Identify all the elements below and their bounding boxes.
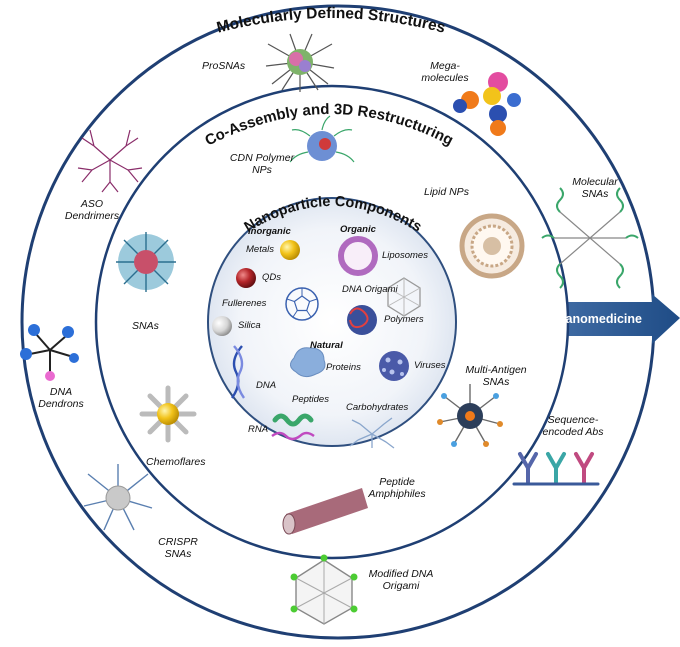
qds-label: QDs xyxy=(262,272,281,283)
cdn-polymer-nps-label: CDN Polymer NPs xyxy=(229,152,295,176)
multi-antigen-snas-icon xyxy=(437,384,503,447)
carbohydrate-icon xyxy=(349,417,395,449)
organic-header: Organic xyxy=(340,224,376,235)
natural-header: Natural xyxy=(310,340,343,351)
proteins-label: Proteins xyxy=(326,362,361,373)
peptide-icon xyxy=(272,413,314,427)
lipid-nps-label: Lipid NPs xyxy=(424,186,469,198)
protein-icon xyxy=(290,347,326,378)
polymer-icon xyxy=(347,305,377,335)
viruses-label: Viruses xyxy=(414,360,446,371)
liposomes-label: Liposomes xyxy=(382,250,428,261)
polymers-label: Polymers xyxy=(384,314,424,325)
crispr-snas-label: CRISPR SNAs xyxy=(158,536,198,560)
multi-antigen-snas-label: Multi-Antigen SNAs xyxy=(465,364,527,388)
dna-helix-icon xyxy=(231,345,245,399)
chemoflares-label: Chemoflares xyxy=(146,456,206,468)
peptides-label: Peptides xyxy=(292,394,329,405)
rna-icon xyxy=(271,431,315,441)
metals-label: Metals xyxy=(246,244,274,255)
inorganic-header: Inorganic xyxy=(248,226,291,237)
sequence-encoded-abs-label: Sequence- encoded Abs xyxy=(542,414,604,438)
chemoflares-icon xyxy=(139,385,197,443)
silica-label: Silica xyxy=(238,320,261,331)
modified-dna-origami-label: Modified DNA Origami xyxy=(368,568,434,592)
megamolecules-label: Mega- molecules xyxy=(421,60,469,84)
molecular-snas-icon xyxy=(541,187,639,289)
rna-label: RNA xyxy=(248,424,269,435)
cdn-polymer-np-icon xyxy=(289,115,355,163)
crispr-snas-icon xyxy=(83,464,153,531)
dna-label: DNA xyxy=(256,380,277,391)
fullerenes-label: Fullerenes xyxy=(222,298,267,309)
snas-label: SNAs xyxy=(132,320,159,332)
arrow-label: Structural Nanomedicine xyxy=(494,312,642,326)
silica-icon xyxy=(212,316,232,336)
dna-origami-label: DNA Origami xyxy=(342,284,398,295)
aso-dendrimer-icon xyxy=(77,129,143,193)
dna-dendrons-label: DNA Dendrons xyxy=(38,386,84,410)
fullerene-icon xyxy=(285,287,319,321)
lipid-np-icon xyxy=(459,213,525,279)
qds-icon xyxy=(236,268,256,288)
megamolecules-icon xyxy=(453,72,521,136)
peptide-amphiphiles-label: Peptide Amphiphiles xyxy=(368,476,426,500)
sequence-encoded-abs-icon xyxy=(512,452,600,486)
dna-origami-icon xyxy=(387,277,421,317)
peptide-amphiphile-icon xyxy=(282,488,368,535)
aso-dendrimers-label: ASO Dendrimers xyxy=(64,198,120,222)
prosnas-icon xyxy=(265,33,335,92)
virus-icon xyxy=(379,351,409,381)
snas-icon xyxy=(116,232,176,292)
molecular-snas-label: Molecular SNAs xyxy=(572,176,618,200)
liposome-icon xyxy=(338,236,378,276)
metals-icon xyxy=(280,240,300,260)
inner-ring xyxy=(207,197,457,447)
dna-dendron-icon xyxy=(20,324,79,381)
carbohydrates-label: Carbohydrates xyxy=(346,402,409,413)
modified-dna-origami-icon xyxy=(290,554,358,625)
prosnas-label: ProSNAs xyxy=(202,60,246,72)
